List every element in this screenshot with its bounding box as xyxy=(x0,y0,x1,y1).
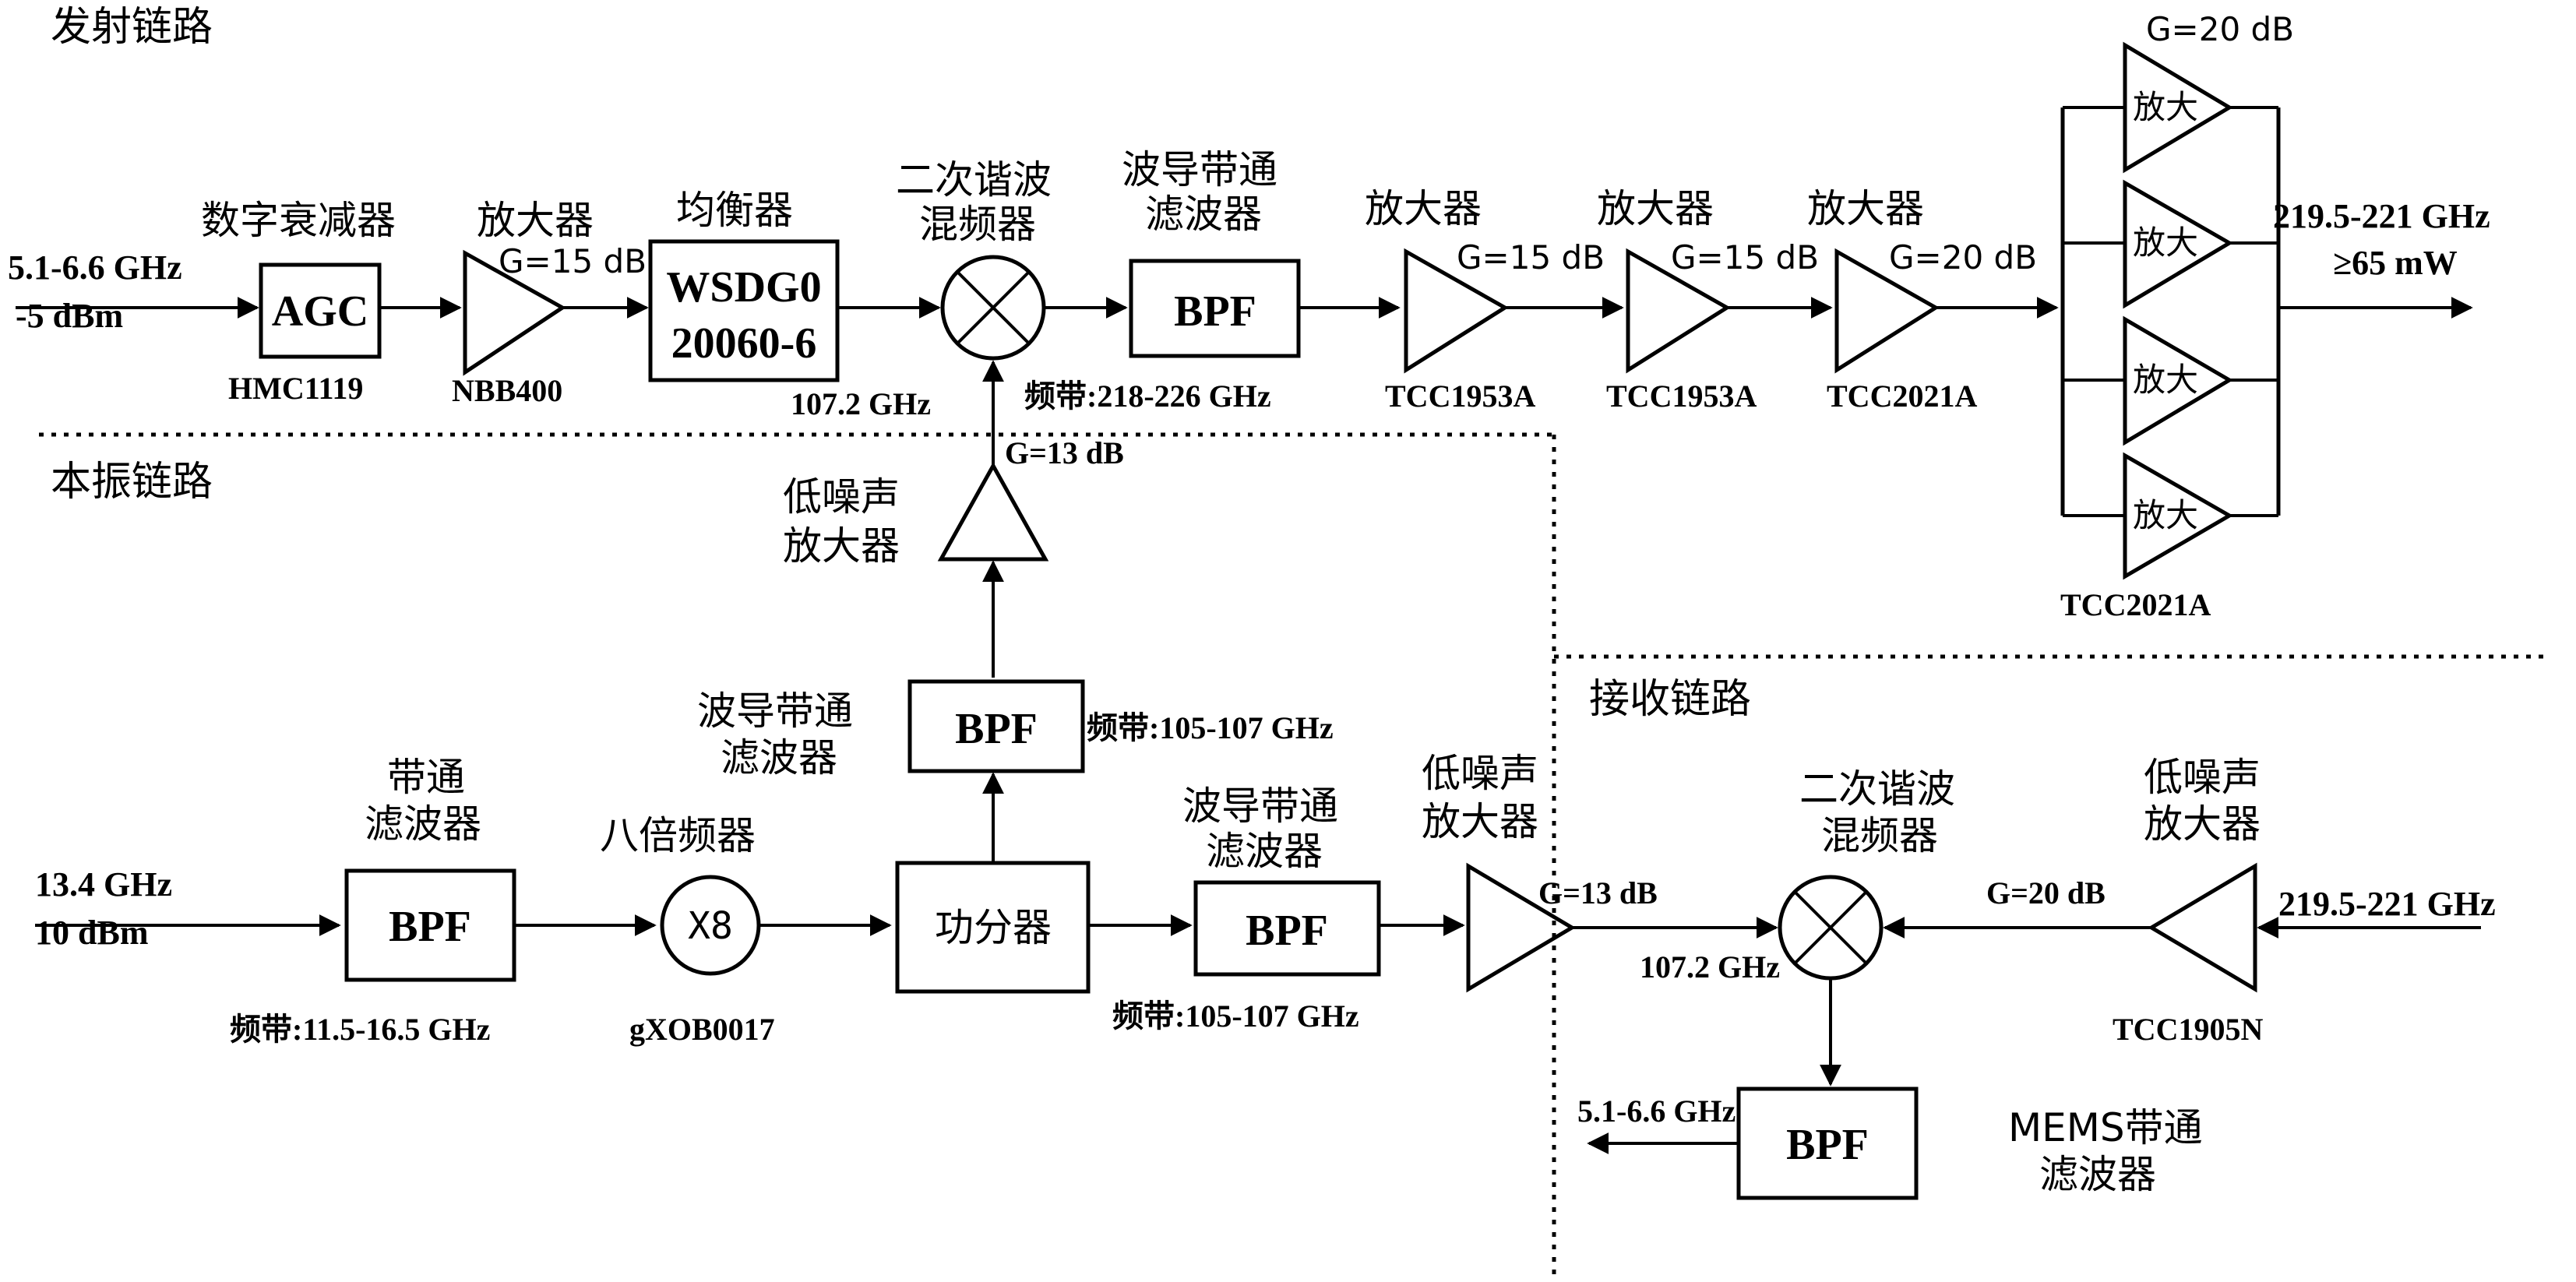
tx-bpf-box-label: BPF xyxy=(1174,287,1256,336)
lo-input-freq: 13.4 GHz xyxy=(35,865,172,903)
tx-output-freq: 219.5-221 GHz xyxy=(2273,197,2490,235)
tx-pa-2-triangle xyxy=(2123,179,2233,309)
tx-amp3-gain: G=15 dB xyxy=(1671,238,1819,276)
tx-output-power: ≥65 mW xyxy=(2333,244,2458,282)
tx-pa-4-label: 放大 xyxy=(2133,496,2198,534)
rx-lna-title-1: 低噪声 xyxy=(2144,755,2261,800)
tx-pa-3-triangle xyxy=(2123,315,2233,446)
lo-bpf1-band: 频带:11.5-16.5 GHz xyxy=(230,1012,490,1047)
tx-amp1-title: 放大器 xyxy=(477,198,594,243)
lo-lna-triangle xyxy=(937,461,1049,562)
rx-bpf-title-2: 滤波器 xyxy=(2039,1152,2156,1197)
rx-mixer-cross-2 xyxy=(1793,890,1868,965)
tx-pa-part: TCC2021A xyxy=(2060,587,2211,622)
agc-box xyxy=(259,262,382,359)
lo-wbpf-title-2: 滤波器 xyxy=(721,735,837,780)
tx-pa-3: 放大 xyxy=(2063,315,2278,446)
tx-pa-4: 放大 xyxy=(2063,452,2278,580)
rx-lna-title-2: 放大器 xyxy=(2144,801,2261,847)
rx-mixer-title-2: 混频器 xyxy=(1821,813,1938,858)
lo-lna-title-1: 低噪声 xyxy=(783,474,900,519)
rx-lna-triangle xyxy=(2148,862,2257,993)
tx-mixer-title-1: 二次谐波 xyxy=(896,157,1052,203)
tx-pa-4-triangle xyxy=(2123,452,2233,580)
lo-mult-part: gXOB0017 xyxy=(629,1012,775,1047)
rx-bpf-title-1: MEMS带通 xyxy=(2008,1105,2203,1150)
lo-bpf1-box-label: BPF xyxy=(389,903,471,951)
lo-splitter-box xyxy=(895,861,1091,994)
tx-amp1-part: NBB400 xyxy=(452,373,562,408)
tx-bpf-band: 频带:218-226 GHz xyxy=(1024,379,1271,414)
section-title-tx: 发射链路 xyxy=(51,4,213,51)
tx-amp2-gain: G=15 dB xyxy=(1457,238,1605,276)
rx-lna-part: TCC1905N xyxy=(2113,1012,2263,1047)
section-title-lo: 本振链路 xyxy=(51,459,213,505)
lo-splitter-label: 功分器 xyxy=(935,905,1052,950)
lo-lna2-triangle xyxy=(1466,862,1576,993)
tx-pa-1-label: 放大 xyxy=(2133,88,2198,126)
agc-box-label: AGC xyxy=(272,287,368,336)
lo-input-power: 10 dBm xyxy=(35,914,148,952)
eq-box-line2: 20060-6 xyxy=(671,319,817,368)
tx-input-freq: 5.1-6.6 GHz xyxy=(8,248,182,287)
tx-pa-2-label: 放大 xyxy=(2133,224,2198,262)
lo-bpf2-band: 频带:105-107 GHz xyxy=(1112,998,1359,1034)
tx-amp4-gain: G=20 dB xyxy=(1889,238,2037,276)
lo-wbpf-title-1: 波导带通 xyxy=(697,689,853,734)
lo-lna2-gain: G=13 dB xyxy=(1538,875,1658,910)
lo-bpf2-box xyxy=(1193,880,1381,977)
tx-amp4-triangle xyxy=(1834,248,1940,374)
lo-wbpf-box-label: BPF xyxy=(955,705,1038,753)
rx-if-freq: 5.1-6.6 GHz xyxy=(1577,1094,1736,1129)
tx-amp2-triangle xyxy=(1404,248,1509,374)
tx-bpf-title-2: 滤波器 xyxy=(1145,192,1262,237)
tx-amp3-title: 放大器 xyxy=(1597,186,1714,231)
tx-atten-title: 数字衰减器 xyxy=(201,198,396,243)
tx-amp1-triangle xyxy=(463,249,566,376)
rx-lo-freq: 107.2 GHz xyxy=(1640,949,1780,984)
tx-input-power: -5 dBm xyxy=(16,297,123,335)
lo-bpf2-title-2: 滤波器 xyxy=(1206,829,1323,874)
lo-wbpf-band: 频带:105-107 GHz xyxy=(1087,710,1334,745)
eq-box xyxy=(648,239,840,382)
lo-bpf1-title-2: 滤波器 xyxy=(365,801,481,847)
lo-wbpf-box xyxy=(907,679,1085,773)
tx-bpf-title-1: 波导带通 xyxy=(1122,147,1277,192)
eq-box-line1: WSDG0 xyxy=(666,263,821,312)
lo-lna2-title-1: 低噪声 xyxy=(1422,751,1538,796)
tx-amp4-part: TCC2021A xyxy=(1827,379,1977,414)
lo-bpf2-title-1: 波导带通 xyxy=(1182,784,1338,829)
section-title-rx: 接收链路 xyxy=(1589,676,1751,723)
tx-pa-1: 放大 xyxy=(2063,41,2278,174)
tx-mixer-cross-2 xyxy=(956,270,1031,345)
tx-amp4-title: 放大器 xyxy=(1807,186,1924,231)
lo-lna-gain: G=13 dB xyxy=(1005,435,1124,470)
tx-amp3-triangle xyxy=(1626,248,1731,374)
tx-amp2-part: TCC1953A xyxy=(1385,379,1535,414)
tx-amp3-part: TCC1953A xyxy=(1606,379,1757,414)
rx-bpf-box-label: BPF xyxy=(1786,1121,1869,1169)
rx-mixer-title-1: 二次谐波 xyxy=(1799,766,1955,812)
tx-pa-1-triangle xyxy=(2123,41,2233,174)
lo-lna2-title-2: 放大器 xyxy=(1422,799,1538,844)
tx-eq-title: 均衡器 xyxy=(676,188,793,233)
lo-bpf1-title-1: 带通 xyxy=(387,755,465,800)
lo-mult-box-label: X8 xyxy=(688,904,733,948)
lo-lna-title-2: 放大器 xyxy=(783,523,900,569)
lo-mult-title: 八倍频器 xyxy=(600,813,756,858)
tx-mixer-title-2: 混频器 xyxy=(919,202,1036,247)
rx-input-freq: 219.5-221 GHz xyxy=(2278,885,2496,923)
rx-lna-gain: G=20 dB xyxy=(1986,875,2106,910)
tx-atten-part: HMC1119 xyxy=(228,371,363,406)
tx-pa-3-label: 放大 xyxy=(2133,361,2198,399)
tx-pa-2: 放大 xyxy=(2063,179,2278,309)
tx-amp2-title: 放大器 xyxy=(1365,186,1482,231)
tx-amp1-gain: G=15 dB xyxy=(499,242,647,280)
tx-pa-gain: G=20 dB xyxy=(2146,10,2294,48)
tx-lo-in-freq: 107.2 GHz xyxy=(791,386,931,421)
lo-bpf2-box-label: BPF xyxy=(1246,907,1328,955)
